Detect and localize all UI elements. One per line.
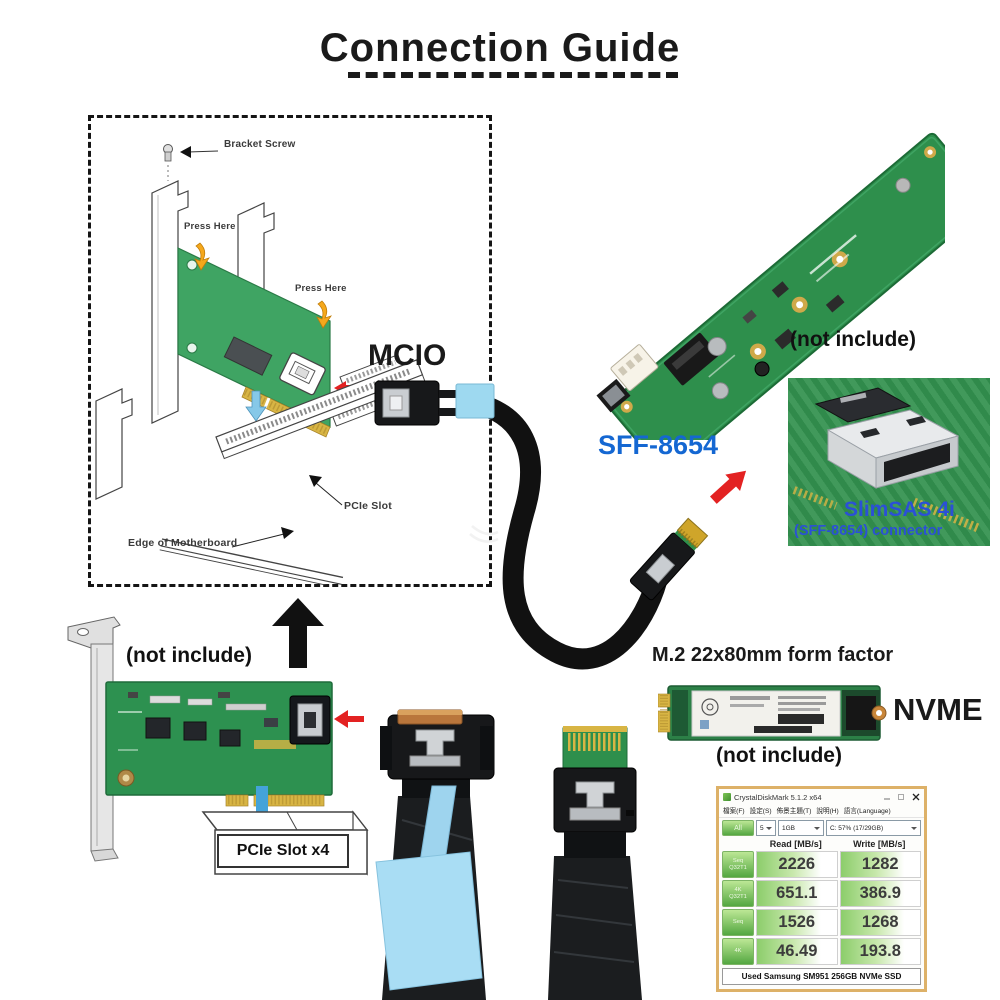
mcio-label: MCIO <box>368 339 447 372</box>
mcio-plug <box>374 380 495 426</box>
chevron-down-icon <box>814 827 820 833</box>
read-value: 651.1 <box>756 880 838 907</box>
card-mcio-port <box>279 352 326 396</box>
slimsas-connector-photo: SlimSAS 4i (SFF-8654) connector <box>788 378 990 546</box>
write-value: 386.9 <box>839 880 921 907</box>
read-header: Read [MB/s] <box>769 839 822 849</box>
read-value: 1526 <box>756 909 838 936</box>
pull-tab-flag <box>375 851 483 991</box>
target-drive-select[interactable]: C: 57% (17/29GB) <box>826 820 921 836</box>
menu-bar: 檔案(F) 設定(S) 佈景主題(T) 說明(H) 語言(Language) <box>719 804 924 818</box>
bracket-screw-label: Bracket Screw <box>224 139 296 150</box>
insert-arrow-icon <box>245 390 267 422</box>
pcie-slot-x4-label: PCIe Slot x4 <box>217 834 349 868</box>
mcio-cable-photo <box>374 380 709 670</box>
motherboard-edge-label: Edge of Motherboard <box>128 537 238 549</box>
not-include-label: (not include) <box>126 644 252 667</box>
slimsas-label: SlimSAS 4i <box>844 498 955 521</box>
seq-button[interactable]: Seq <box>722 909 754 936</box>
install-diagram-box <box>88 115 492 587</box>
not-include-label: (not include) <box>790 328 916 351</box>
pc-bracket <box>95 388 133 500</box>
title-underline <box>348 72 678 78</box>
cable-connectors-photo <box>375 709 642 1000</box>
molex-power-connector <box>610 344 659 392</box>
chevron-down-icon <box>766 827 772 833</box>
crystaldiskmark-window: CrystalDiskMark 5.1.2 x64 檔案(F) 設定(S) 佈景… <box>716 786 927 992</box>
write-value: 1268 <box>839 909 921 936</box>
app-icon <box>723 793 731 801</box>
read-value: 46.49 <box>756 938 838 965</box>
sff8654-plug <box>629 517 709 601</box>
gold-fingers <box>658 693 671 733</box>
press-here-arrow-icon <box>316 300 332 329</box>
pc-bracket <box>151 180 189 424</box>
4k-q32t1-button[interactable]: 4K Q32T1 <box>722 880 754 907</box>
test-size-select[interactable]: 1GB <box>778 820 824 836</box>
card-pcb <box>105 681 333 796</box>
close-icon[interactable] <box>912 793 920 801</box>
seq-q32t1-button[interactable]: Seq Q32T1 <box>722 851 754 878</box>
write-value: 1282 <box>839 851 921 878</box>
maximize-icon[interactable] <box>898 793 905 801</box>
motherboard-edge-lines <box>159 538 346 585</box>
pull-tab <box>455 383 495 419</box>
menu-file[interactable]: 檔案(F) <box>723 808 745 815</box>
menu-theme[interactable]: 佈景主題(T) <box>776 808 812 815</box>
slimsas-sublabel: (SFF-8654) connector <box>794 523 943 539</box>
menu-settings[interactable]: 設定(S) <box>749 808 772 815</box>
column-headers: Read [MB/s] Write [MB/s] <box>719 837 924 850</box>
m2-ssd-photo <box>658 685 887 741</box>
red-arrow-icon <box>710 470 747 504</box>
leader-arrowhead <box>180 146 191 158</box>
install-diagram-illustration <box>95 144 426 585</box>
cable <box>459 391 668 670</box>
benchmark-row: Seq Q32T1 2226 1282 <box>719 850 924 879</box>
m2-adapter-board-photo <box>596 132 945 440</box>
4k-button[interactable]: 4K <box>722 938 754 965</box>
pcie-slot-illustration <box>215 359 426 460</box>
minimize-icon[interactable] <box>884 793 891 801</box>
red-arrow-icon <box>334 710 364 728</box>
not-include-label: (not include) <box>716 744 842 767</box>
write-header: Write [MB/s] <box>853 839 906 849</box>
window-title: CrystalDiskMark 5.1.2 x64 <box>734 792 822 802</box>
sff8654-connector-closeup <box>548 726 642 1000</box>
menu-help[interactable]: 說明(H) <box>816 808 839 815</box>
press-here-label: Press Here <box>184 221 236 232</box>
mcio-connector-closeup <box>375 709 495 1000</box>
m2-socket <box>664 333 719 386</box>
sff8654-label: SFF-8654 <box>598 430 719 460</box>
bracket-screw-icon <box>163 144 173 181</box>
m2-form-factor-label: M.2 22x80mm form factor <box>652 644 894 666</box>
card-mcio-port <box>289 695 331 745</box>
all-test-button[interactable]: All <box>722 820 754 836</box>
page-title: Connection Guide <box>319 26 681 70</box>
capacitor <box>707 336 727 356</box>
menu-language[interactable]: 語言(Language) <box>843 808 891 815</box>
up-arrow-icon <box>272 598 324 668</box>
test-count-select[interactable]: 5 <box>756 820 776 836</box>
smt-connector <box>814 387 960 489</box>
pcie-card-photo <box>67 616 364 862</box>
slimsas-connector-drawing <box>792 387 980 533</box>
barcode <box>778 714 824 724</box>
press-here-arrow-icon <box>194 242 210 271</box>
benchmark-row: 4K 46.49 193.8 <box>719 937 924 966</box>
gold-fingers <box>225 794 325 807</box>
read-value: 2226 <box>756 851 838 878</box>
window-titlebar: CrystalDiskMark 5.1.2 x64 <box>719 789 924 804</box>
nvme-label: NVME <box>893 692 983 727</box>
pcie-slot-label: PCIe Slot <box>344 500 392 512</box>
benchmark-row: Seq 1526 1268 <box>719 908 924 937</box>
cable-tie <box>469 525 499 543</box>
write-value: 193.8 <box>839 938 921 965</box>
tested-drive-label: Used Samsung SM951 256GB NVMe SSD <box>722 968 921 985</box>
press-here-label: Press Here <box>295 283 347 294</box>
mounting-holes <box>620 146 937 413</box>
benchmark-row: 4K Q32T1 651.1 386.9 <box>719 879 924 908</box>
chevron-down-icon <box>911 827 917 833</box>
